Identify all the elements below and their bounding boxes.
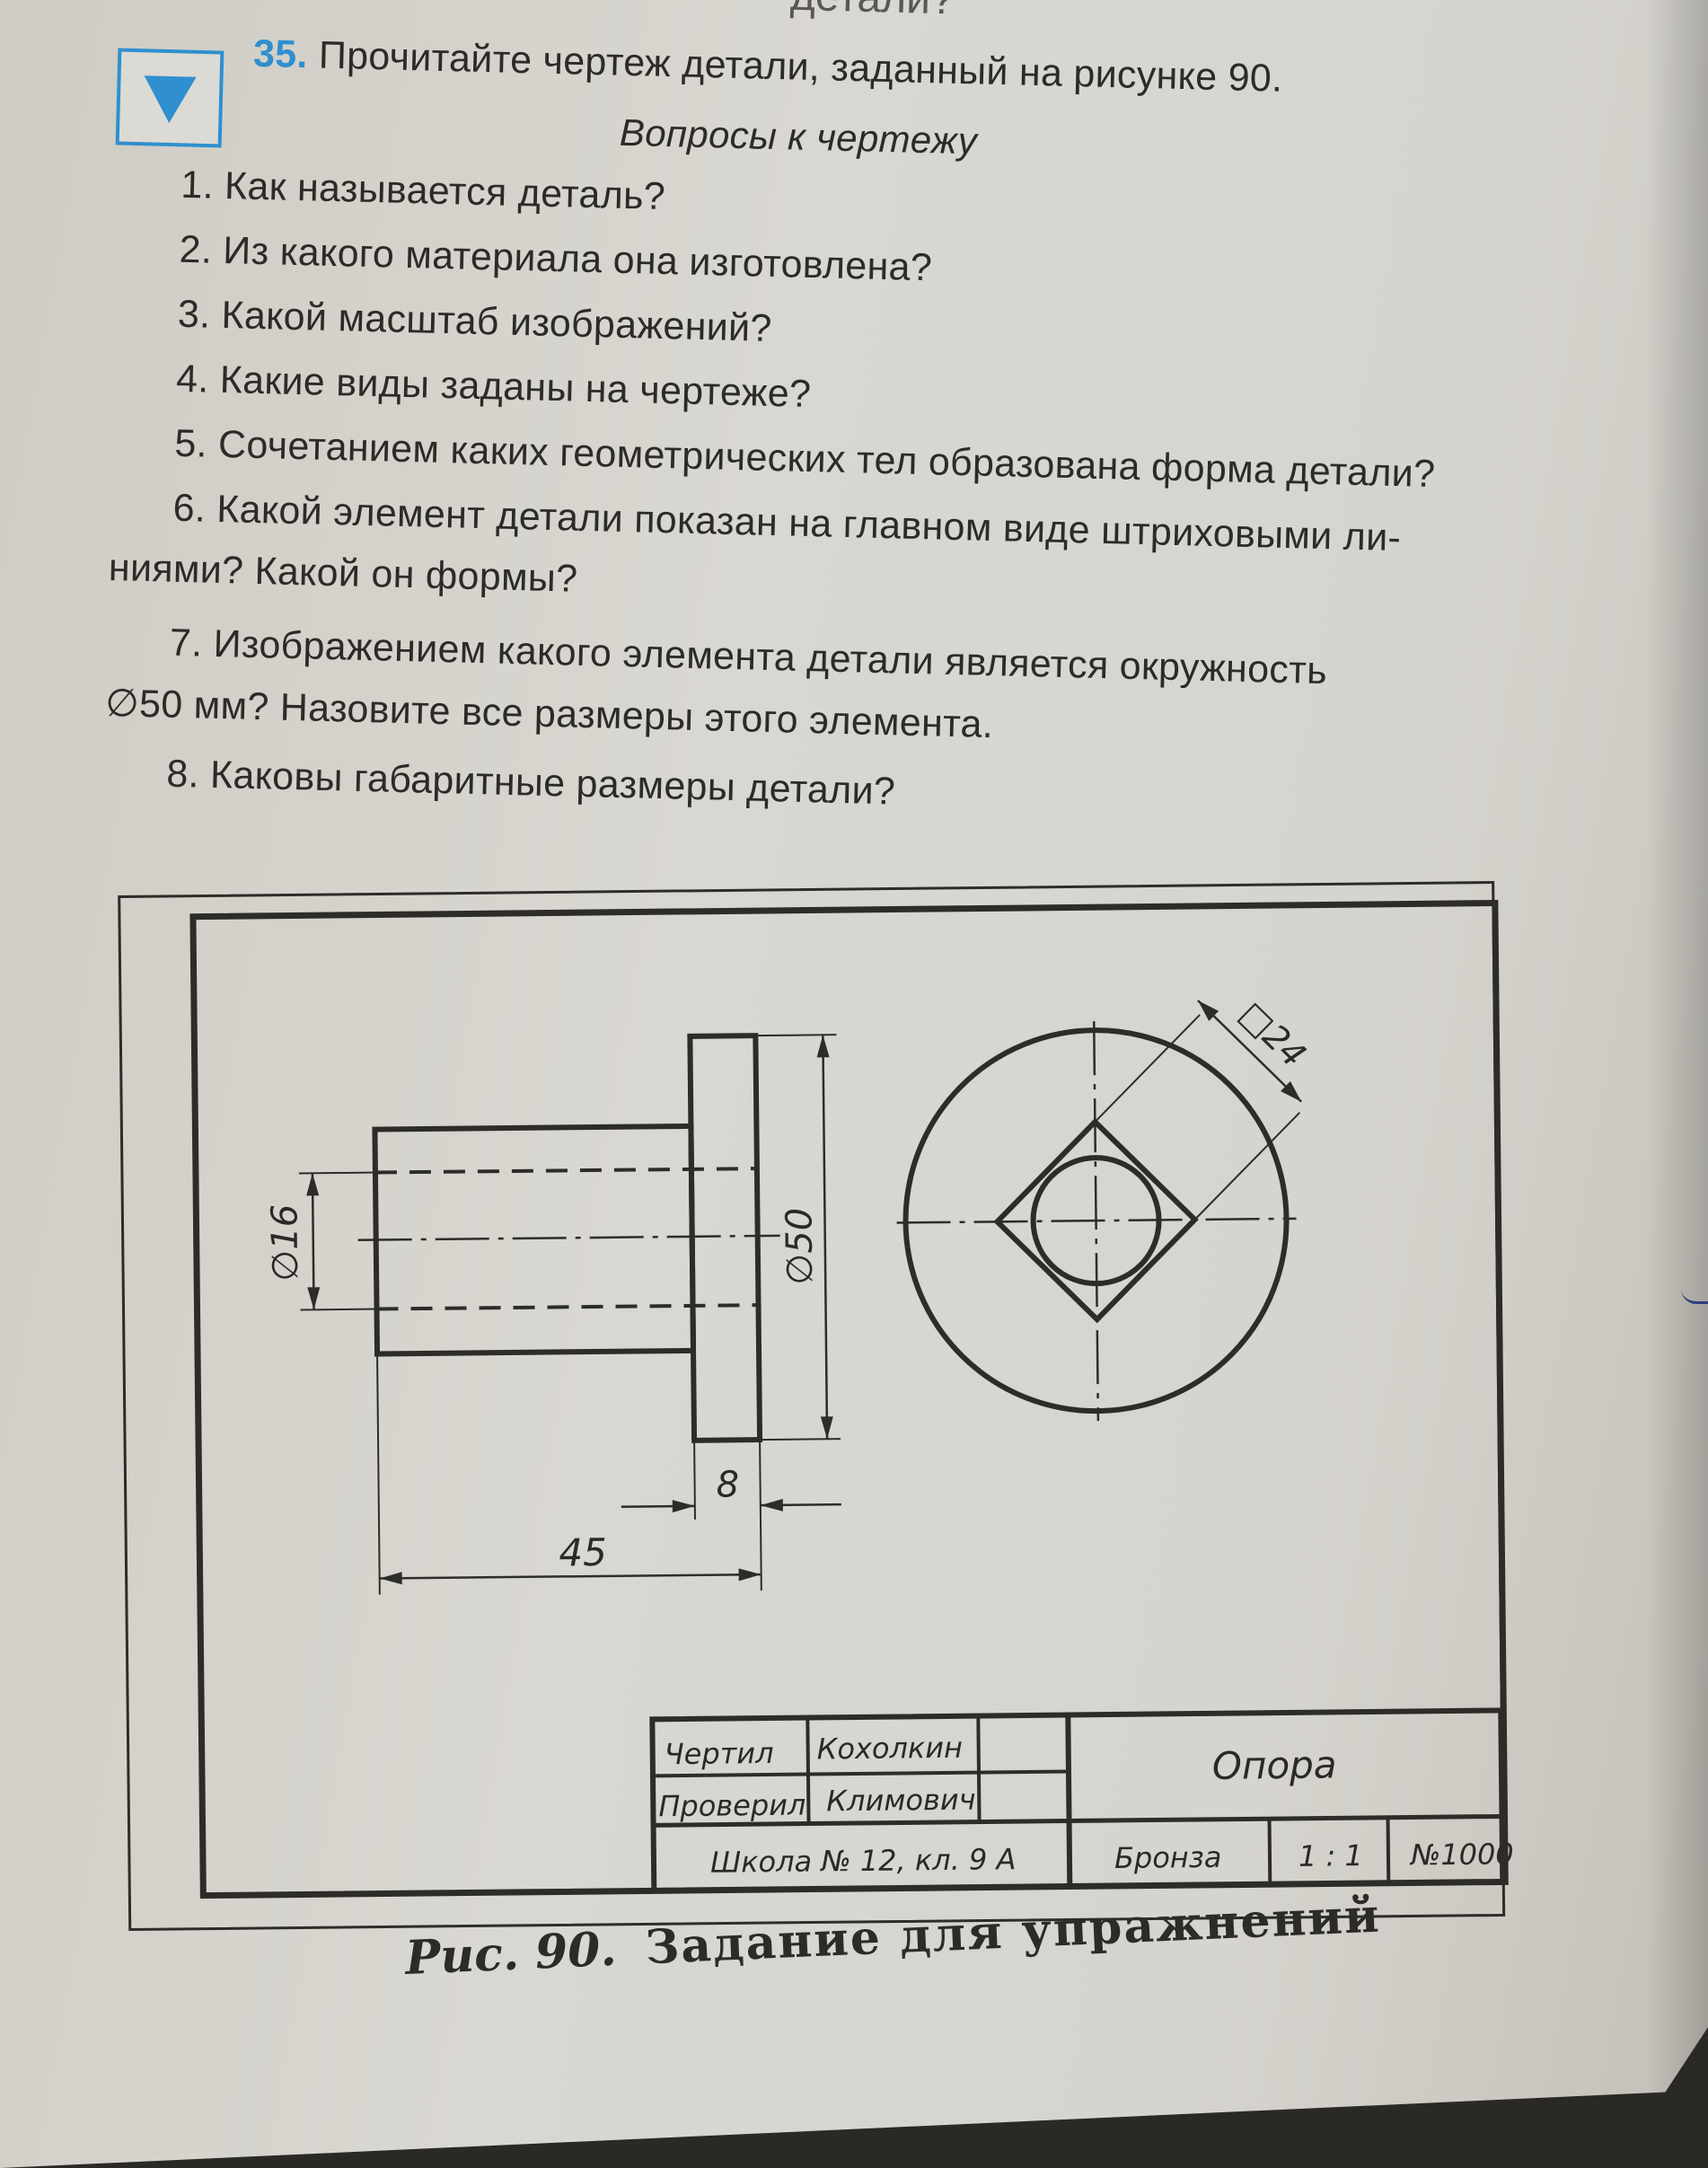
tb-part-name: Опора — [1212, 1742, 1337, 1787]
page-edge-shadow — [1645, 0, 1708, 2168]
front-view — [357, 1033, 780, 1443]
tb-scale: 1 : 1 — [1299, 1838, 1363, 1873]
dim-label-45: 45 — [559, 1530, 607, 1575]
dim-label-8: 8 — [716, 1464, 739, 1505]
figure-number: Рис. 90. — [404, 1921, 618, 1986]
tb-drawn-by: Кохолкин — [816, 1731, 963, 1767]
dimension-8 — [621, 1440, 841, 1520]
dimension-d50 — [755, 1034, 841, 1441]
pen-mark — [1681, 1289, 1708, 1304]
dimension-d16 — [298, 1171, 377, 1311]
dimension-45 — [376, 1353, 762, 1595]
dim-label-d16: ∅16 — [264, 1204, 306, 1282]
tb-number: №1000 — [1409, 1837, 1514, 1872]
tb-material: Бронза — [1114, 1840, 1222, 1875]
title-block — [649, 1707, 1506, 1894]
tb-checked-label: Проверил — [658, 1788, 806, 1824]
tb-drawn-label: Чертил — [665, 1736, 774, 1771]
tb-checked-by: Климович — [826, 1783, 976, 1819]
dimension-sq24 — [1094, 1000, 1303, 1221]
tb-school: Школа № 12, кл. 9 А — [710, 1842, 1017, 1880]
side-view — [896, 1021, 1297, 1422]
dim-label-d50: ∅50 — [779, 1208, 821, 1285]
task-marker-icon — [115, 48, 225, 148]
dim-label-sq24: □24 — [1232, 993, 1314, 1074]
